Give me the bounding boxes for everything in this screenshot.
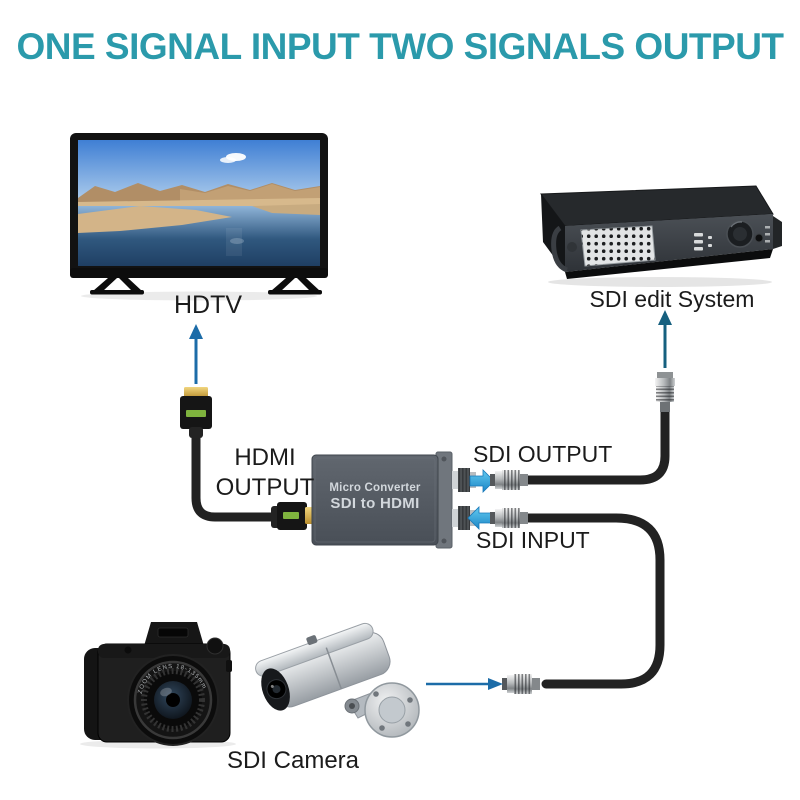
hdmi-connector-top [180, 387, 212, 438]
hdmi-connector-label [283, 512, 299, 519]
tv-stand-right [268, 278, 322, 295]
bnc-connector-sdi-output [490, 470, 528, 490]
tv-bottom-bar [70, 268, 328, 278]
hdmi-output-label: HDMI OUTPUT [203, 443, 327, 503]
dslr-camera-image: ZOOM LENS 18-135mm [80, 622, 236, 749]
sdi-edit-system-image [540, 185, 782, 287]
sdi-camera-label: SDI Camera [226, 747, 360, 774]
power-button [754, 233, 764, 243]
bnc-connector-from-camera [502, 674, 540, 694]
hdtv-label: HDTV [173, 291, 243, 319]
front-buttons [694, 233, 712, 251]
converter-subtitle: SDI to HDMI [330, 495, 420, 512]
hdmi-output-label-line1: HDMI [234, 444, 296, 471]
arrow-to-sdi-edit-system [658, 310, 672, 368]
cyan-arrow-sdi-output [469, 469, 495, 493]
cctv-camera-image [255, 622, 420, 738]
tv-stand-left [90, 278, 144, 295]
speaker-grille [580, 225, 656, 267]
hdtv-image [70, 133, 328, 301]
sdi-input-label: SDI INPUT [476, 527, 590, 553]
dslr-lens: ZOOM LENS 18-135mm [127, 654, 219, 746]
cctv-bullet-body [255, 622, 391, 711]
panel-leds [765, 226, 770, 243]
bnc-connector-to-edit-system [655, 372, 675, 412]
converter-box [311, 451, 477, 549]
hdmi-cable [191, 429, 287, 522]
cyan-arrow-sdi-input [467, 506, 493, 530]
bnc-connector-sdi-input [490, 508, 528, 528]
hdmi-connector-label [186, 410, 206, 417]
sdi-output-cable [521, 405, 670, 485]
arrow-camera-to-cable [426, 678, 503, 690]
device-handle [551, 225, 569, 273]
converter-body [311, 454, 439, 546]
tv-screen [78, 140, 320, 266]
hdmi-output-label-line2: OUTPUT [215, 474, 315, 501]
sdi-output-label: SDI OUTPUT [473, 441, 613, 467]
arrow-hdmi-to-tv [189, 324, 203, 384]
dslr-mode-dial [206, 637, 224, 655]
converter-title: Micro Converter [329, 482, 421, 494]
page-title: ONE SIGNAL INPUT TWO SIGNALS OUTPUT [16, 26, 784, 67]
sdi-edit-system-label: SDI edit System [589, 286, 755, 312]
sdi-input-cable [519, 513, 665, 689]
hdmi-plug-gold-tip [184, 387, 208, 398]
